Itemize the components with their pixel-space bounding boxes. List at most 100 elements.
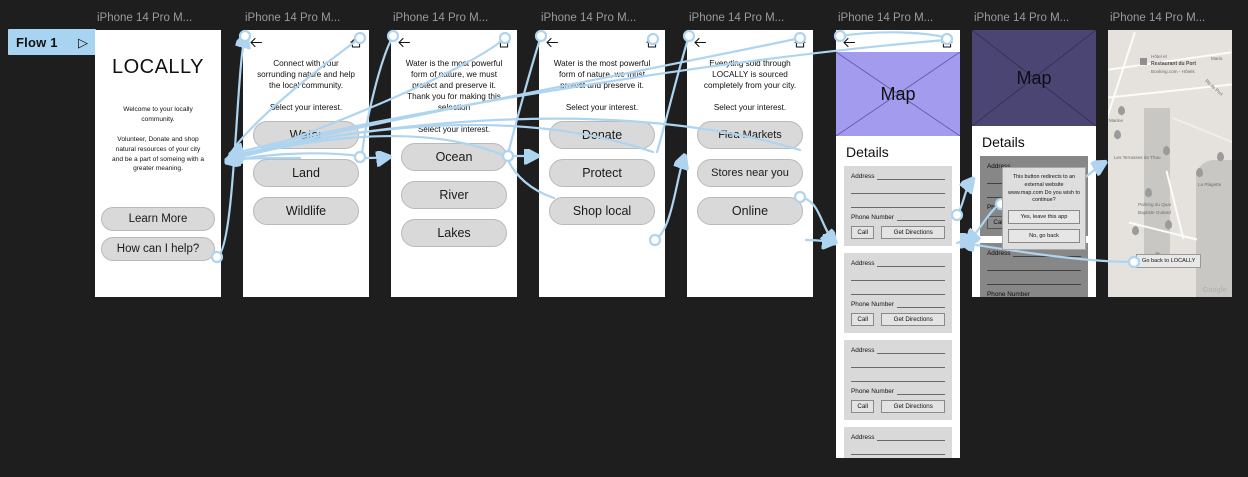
device-screen: Everyting sold through LOCALLY is source… [687,30,813,297]
back-arrow-icon[interactable] [398,37,411,48]
address-label: Address [851,347,875,354]
map-label: Les Terrasses de Thau [1114,155,1161,160]
app-logo: LOCALLY [111,56,205,78]
frame-interest-water[interactable]: iPhone 14 Pro M... Water is the most pow… [391,12,517,297]
home-icon[interactable] [646,37,658,48]
map-pin[interactable] [1145,188,1152,197]
map-pin[interactable] [1163,146,1170,155]
map-placeholder[interactable]: Map [836,52,960,136]
map-pin[interactable] [1217,152,1224,161]
address-label: Address [851,260,875,267]
modal-cancel-button[interactable]: No, go back [1008,229,1080,244]
phone-line [896,387,945,395]
map-pin[interactable] [1114,130,1121,139]
frame-interest-shop[interactable]: iPhone 14 Pro M... Everyting sold throug… [687,12,813,297]
address-line-3 [851,286,945,295]
nav-bar [539,30,665,52]
frame-title[interactable]: iPhone 14 Pro M... [838,12,934,24]
address-row: Address [851,433,945,441]
detail-card[interactable]: Address Phone Number Call Get Directions [844,427,952,458]
google-map-image[interactable]: Hôtel et Restaurant du Port Booking.com … [1108,30,1232,297]
get-directions-button[interactable]: Get Directions [881,400,945,413]
map-label: Marine [1109,118,1124,123]
frame-title[interactable]: iPhone 14 Pro M... [245,12,341,24]
map-placeholder[interactable]: Map [972,30,1096,126]
frame-title[interactable]: iPhone 14 Pro M... [393,12,489,24]
address-line-2 [987,262,1081,271]
option-protect[interactable]: Protect [549,159,655,188]
flow-label-text: Flow 1 [16,34,58,50]
frame-interest-action[interactable]: iPhone 14 Pro M... Water is the most pow… [539,12,665,297]
frame-interest-nature[interactable]: iPhone 14 Pro M... Connect with your sor… [243,12,369,297]
detail-card[interactable]: Address Phone Number Call Get Directions [844,340,952,420]
detail-actions: Call Get Directions [851,226,945,239]
interest-prompt: Select your interest. [713,103,787,113]
call-button[interactable]: Call [851,400,875,413]
frame-details-modal[interactable]: iPhone 14 Pro M... Map Details Address [972,12,1096,297]
nav-bar [243,30,369,52]
option-lakes[interactable]: Lakes [401,219,507,248]
landing-buttons: Learn More How can I help? [95,207,221,261]
back-arrow-icon[interactable] [250,37,263,48]
map-poi-icon [1140,58,1147,65]
frame-title[interactable]: iPhone 14 Pro M... [974,12,1070,24]
frame-title[interactable]: iPhone 14 Pro M... [541,12,637,24]
map-placeholder-label: Map [1016,67,1052,88]
frame-body-copy: Connect with your sorrunding nature and … [257,59,355,91]
nav-bar [687,30,813,52]
option-shop-local[interactable]: Shop local [549,197,655,226]
detail-card[interactable]: Address Phone Number Call Get Directions [844,166,952,246]
address-label: Address [987,163,1011,170]
option-online[interactable]: Online [697,197,803,226]
home-icon[interactable] [941,37,953,48]
go-back-to-locally-button[interactable]: Go back to LOCALLY [1136,254,1202,268]
back-arrow-icon[interactable] [694,37,707,48]
how-can-i-help-button[interactable]: How can I help? [101,237,215,261]
option-wildlife[interactable]: Wildlife [253,197,359,226]
address-label: Address [987,250,1011,257]
home-icon[interactable] [794,37,806,48]
detail-card[interactable]: Address Phone Number Call Get Directions [844,253,952,333]
option-water[interactable]: Water [253,121,359,150]
back-arrow-icon[interactable] [843,37,856,48]
modal-message: This button redirects to an external web… [1008,174,1080,204]
option-river[interactable]: River [401,181,507,210]
detail-card[interactable]: Address Phone Number Call Get Directions [980,243,1088,297]
phone-line [896,213,945,221]
interest-options: Ocean River Lakes [391,143,517,248]
address-line-2 [851,446,945,455]
option-land[interactable]: Land [253,159,359,188]
frame-title[interactable]: iPhone 14 Pro M... [689,12,785,24]
get-directions-button[interactable]: Get Directions [881,226,945,239]
map-pin[interactable] [1165,220,1172,229]
play-triangle-icon[interactable]: ▷ [78,34,88,50]
call-button[interactable]: Call [851,226,875,239]
address-line [877,346,945,354]
frame-title[interactable]: iPhone 14 Pro M... [97,12,193,24]
modal-confirm-button[interactable]: Yes, leave this app [1008,210,1080,225]
google-watermark: Google [1202,287,1227,294]
external-link-modal: This button redirects to an external web… [1002,167,1086,251]
map-pin[interactable] [1196,168,1203,177]
learn-more-button[interactable]: Learn More [101,207,215,231]
home-icon[interactable] [350,37,362,48]
address-line-2 [851,272,945,281]
map-pin[interactable] [1132,226,1139,235]
option-stores-near-you[interactable]: Stores near you [697,159,803,188]
option-flea-markets[interactable]: Flea Markets [697,121,803,150]
get-directions-button[interactable]: Get Directions [881,313,945,326]
option-donate[interactable]: Donate [549,121,655,150]
back-arrow-icon[interactable] [546,37,559,48]
frame-landing[interactable]: iPhone 14 Pro M... LOCALLY Welcome to yo… [95,12,221,297]
frame-title[interactable]: iPhone 14 Pro M... [1110,12,1206,24]
call-button[interactable]: Call [851,313,875,326]
option-ocean[interactable]: Ocean [401,143,507,172]
interest-options: Flea Markets Stores near you Online [687,121,813,226]
frame-details[interactable]: iPhone 14 Pro M... Map Details [836,12,960,458]
frame-body-copy: Water is the most powerful form of natur… [553,59,651,91]
details-heading: Details [982,134,1025,150]
frame-google-map[interactable]: iPhone 14 Pro M... Hôtel et Restaurant d… [1108,12,1232,297]
flow-label[interactable]: Flow 1 ▷ [8,29,96,55]
map-pin[interactable] [1118,106,1125,115]
home-icon[interactable] [498,37,510,48]
